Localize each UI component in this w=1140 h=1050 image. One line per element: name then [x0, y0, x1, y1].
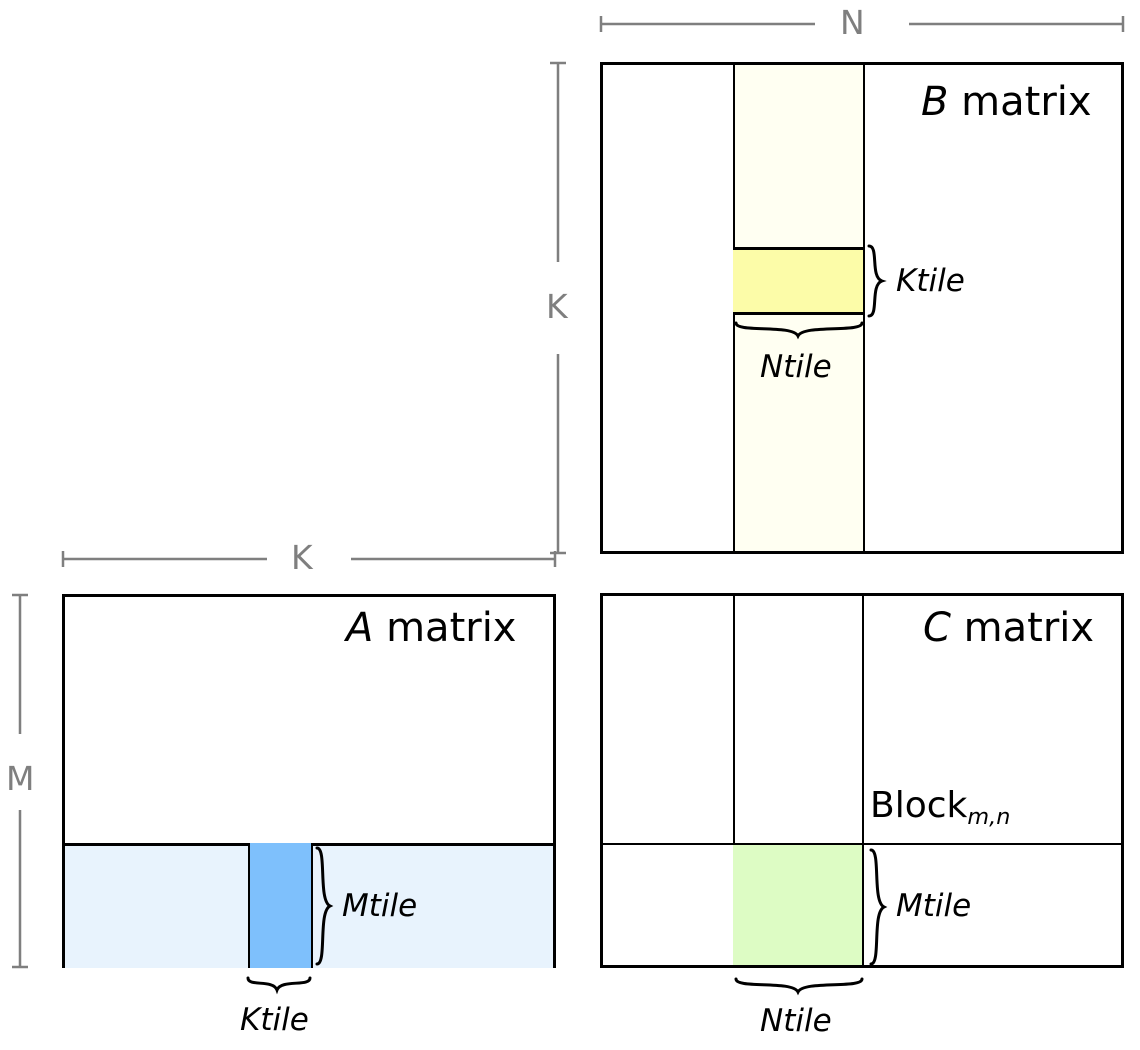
a-matrix-ktile-label: Ktile	[240, 1002, 309, 1038]
dimension-arrow-m	[12, 593, 28, 969]
c-matrix-ntile-label: Ntile	[760, 1003, 832, 1039]
c-matrix-column-divider-right	[862, 596, 864, 965]
a-matrix-label-text: matrix	[373, 605, 517, 651]
b-matrix-label: B matrix	[921, 82, 1092, 122]
dimension-arrow-k-horizontal	[61, 551, 557, 567]
c-matrix-ntile-brace	[734, 977, 864, 996]
b-matrix-ntile-brace	[734, 321, 864, 340]
c-matrix-mtile-label: Mtile	[896, 888, 972, 924]
c-matrix-block-label-main: Block	[870, 785, 968, 826]
dimension-arrow-n	[599, 16, 1125, 32]
c-matrix-label: C matrix	[923, 608, 1094, 648]
a-matrix-mtile-label: Mtile	[342, 888, 418, 924]
c-matrix-column-divider-left	[733, 596, 735, 965]
c-matrix-label-letter: C	[923, 605, 951, 651]
dimension-arrow-k-vertical	[550, 61, 566, 555]
b-matrix-column-divider-right	[863, 65, 865, 551]
c-matrix-box	[600, 593, 1124, 968]
a-matrix-box	[62, 594, 556, 968]
b-matrix-ktile-brace	[867, 244, 887, 318]
c-matrix-block-label-subscript: m,n	[967, 804, 1011, 831]
b-matrix-box	[600, 62, 1124, 554]
b-matrix-label-text: matrix	[948, 79, 1092, 125]
c-matrix-block-label: Blockm,n	[870, 785, 1010, 829]
a-matrix-tile	[248, 843, 313, 968]
b-matrix-label-letter: B	[921, 79, 949, 125]
dimension-label-m: M	[6, 759, 35, 798]
a-matrix-ktile-brace	[246, 976, 312, 995]
b-matrix-ktile-label: Ktile	[896, 263, 965, 299]
dimension-label-n: N	[840, 3, 865, 42]
a-matrix-label: A matrix	[346, 608, 516, 648]
b-matrix-ntile-label: Ntile	[760, 349, 832, 385]
dimension-label-k-vertical: K	[546, 287, 568, 326]
b-matrix-tile	[733, 247, 863, 315]
a-matrix-label-letter: A	[346, 605, 374, 651]
c-matrix-mtile-brace	[869, 848, 888, 966]
c-matrix-label-text: matrix	[950, 605, 1095, 651]
c-matrix-row-divider	[603, 843, 1121, 845]
a-matrix-mtile-brace	[315, 846, 334, 966]
c-matrix-tile	[733, 845, 862, 965]
dimension-label-k-horizontal: K	[291, 538, 313, 577]
